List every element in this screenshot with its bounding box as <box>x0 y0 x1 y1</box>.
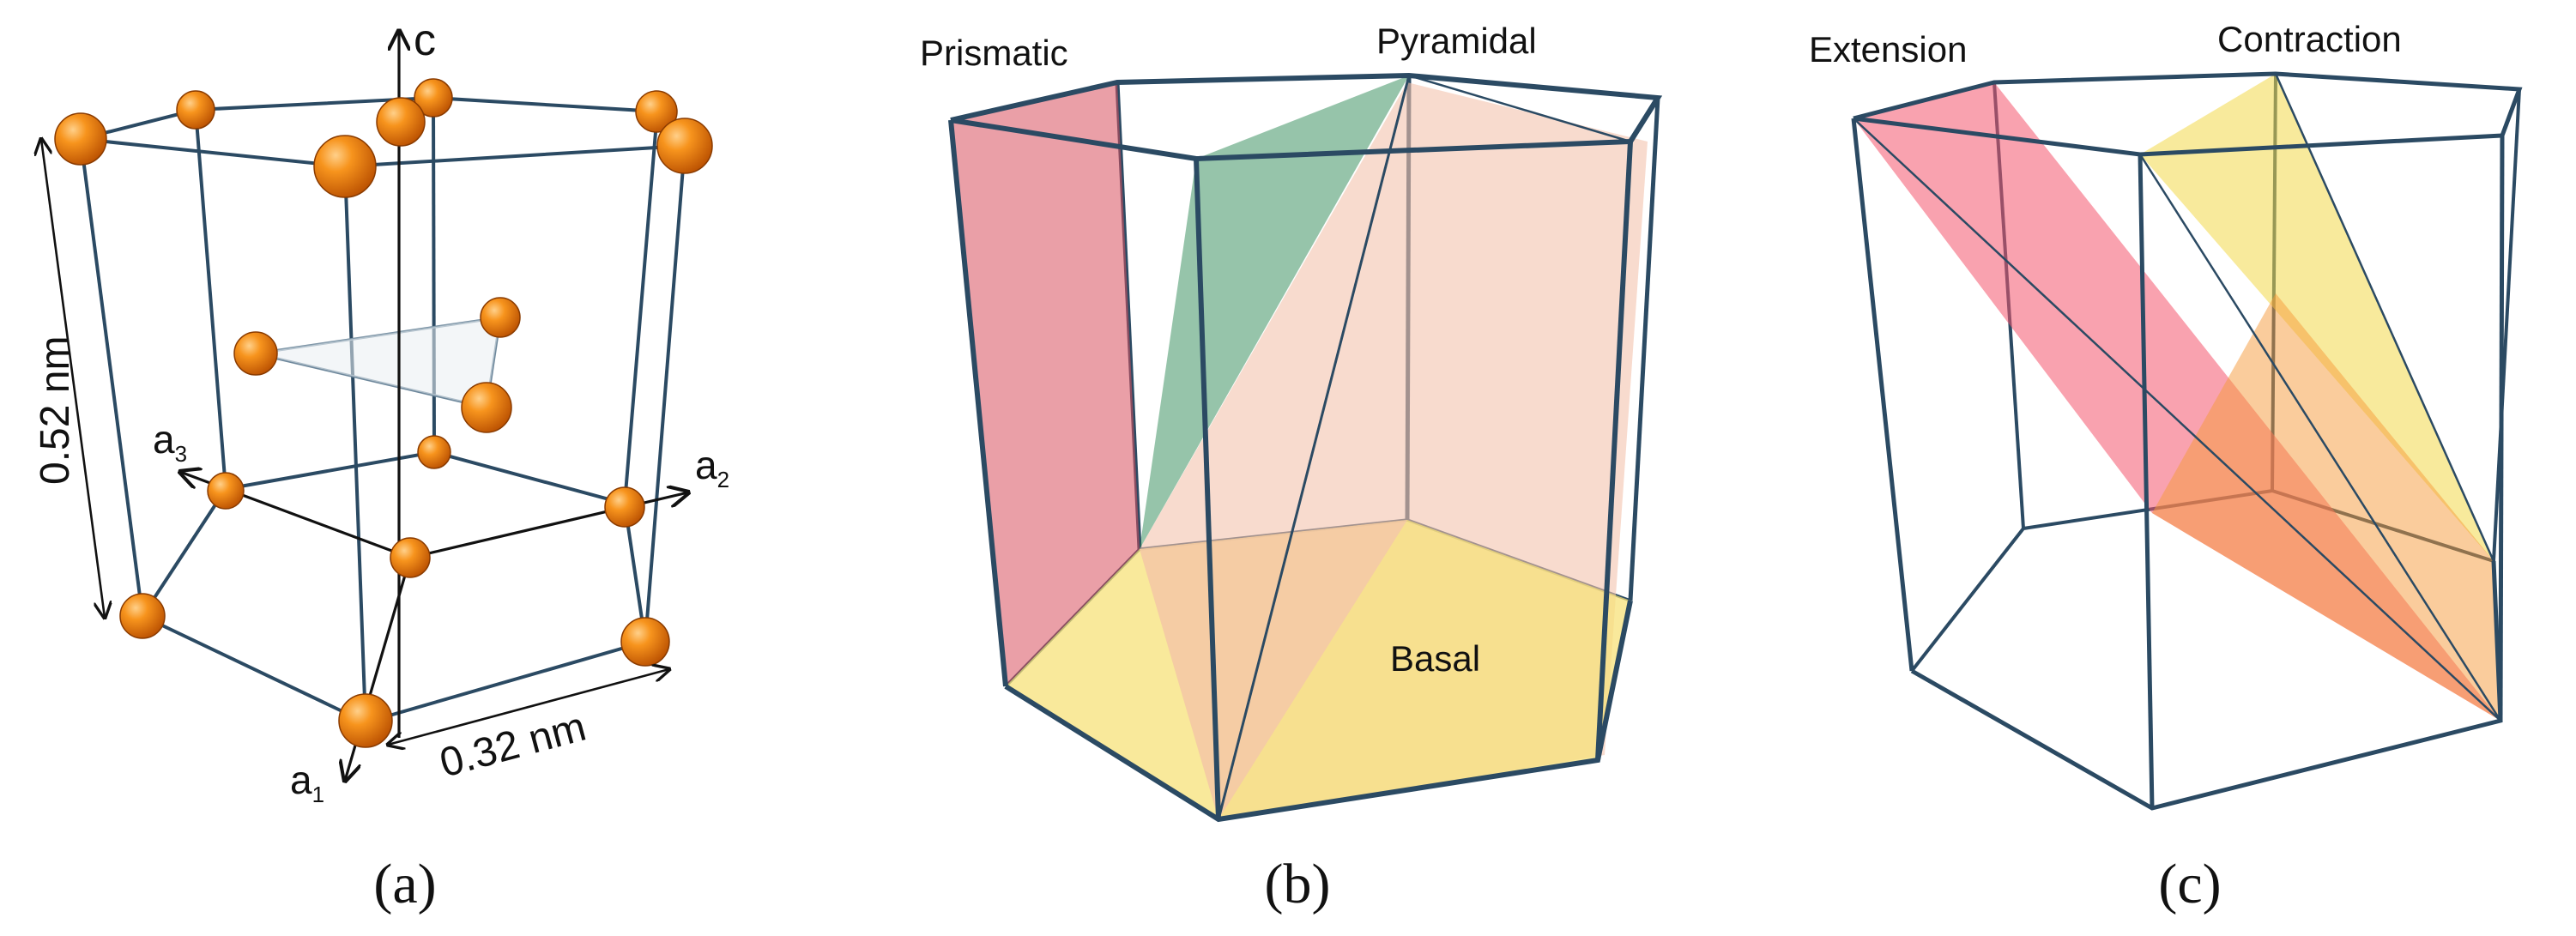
extension-label: Extension <box>1809 29 1967 69</box>
atom <box>54 112 107 166</box>
contraction-plane <box>2140 74 2494 561</box>
width-dimension-label: 0.32 nm <box>435 704 590 787</box>
axis-label-a1: a1 <box>290 758 324 807</box>
atom <box>461 382 512 433</box>
height-dimension-label: 0.52 nm <box>33 336 78 485</box>
atom <box>313 135 377 198</box>
atom <box>604 486 645 528</box>
atom <box>176 90 215 130</box>
panel-a-caption: (a) <box>373 853 436 915</box>
panel-b-slip-planes: Prismatic Pyramidal Basal (b) <box>920 21 1663 915</box>
plane-overlap <box>2152 293 2500 721</box>
atom <box>119 593 166 639</box>
panel-c-caption: (c) <box>2158 853 2221 915</box>
atom <box>635 90 678 133</box>
atom <box>376 97 426 147</box>
atom <box>207 472 245 510</box>
pyramidal-plane-lower <box>1140 520 1407 819</box>
panel-a-dimension-arrows <box>41 139 669 745</box>
atom <box>480 297 521 338</box>
atom <box>338 693 393 748</box>
atom <box>656 118 713 174</box>
panel-c-twin-planes: Extension Contraction (c) <box>1809 19 2523 915</box>
atom <box>414 78 453 118</box>
axis-label-a2: a2 <box>695 443 729 492</box>
panel-a-unit-cell: c a3 a2 a1 0.52 nm 0.32 nm (a) <box>33 15 729 915</box>
panel-c-front-edges <box>1851 71 2523 811</box>
contraction-label: Contraction <box>2217 19 2402 59</box>
pyramidal-label: Pyramidal <box>1376 21 1537 61</box>
atom <box>233 331 278 376</box>
atom <box>620 617 670 667</box>
panel-a-cell-edges <box>79 95 688 725</box>
panel-a-atoms <box>54 78 713 748</box>
atom <box>390 537 431 578</box>
axis-label-c: c <box>414 15 436 65</box>
panel-a-mid-plane <box>256 317 500 408</box>
axis-label-a3: a3 <box>153 417 187 467</box>
panel-b-front-edges <box>948 72 1663 823</box>
basal-label: Basal <box>1390 638 1480 679</box>
prismatic-plane <box>951 82 1140 686</box>
panel-b-caption: (b) <box>1265 853 1331 915</box>
prismatic-label: Prismatic <box>920 33 1068 73</box>
atom <box>417 435 451 469</box>
